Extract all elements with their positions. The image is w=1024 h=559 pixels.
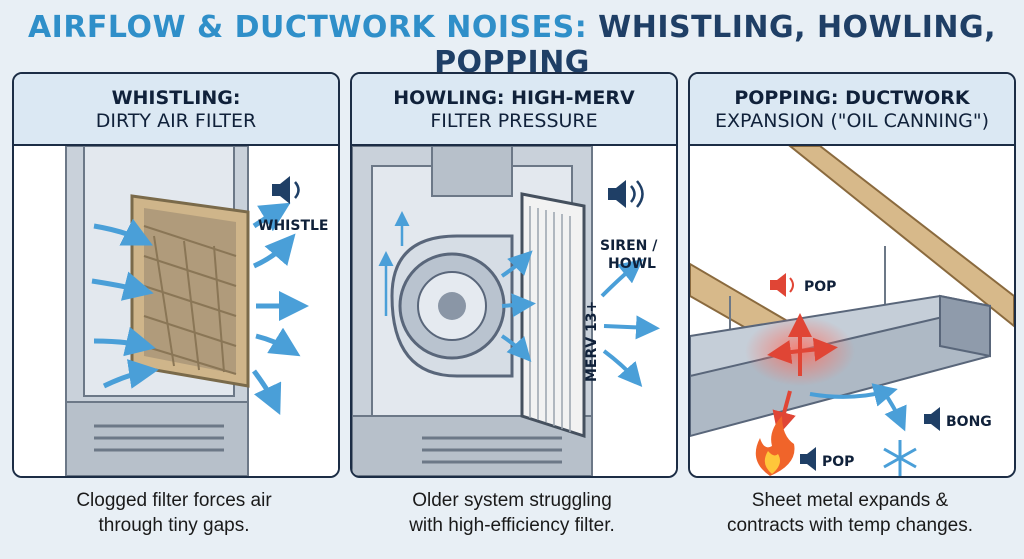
sound-label-line2: HOWL [608,256,656,272]
speaker-icon [272,176,300,204]
caption-popping: Sheet metal expands & contracts with tem… [688,488,1012,538]
caption-whistling: Clogged filter forces air through tiny g… [12,488,336,538]
title-part2: WHISTLING, HOWLING, POPPING [434,10,997,80]
caption-howling: Older system struggling with high-effici… [350,488,674,538]
caption-line1: Older system struggling [412,490,612,511]
bong-label: BONG [946,414,992,430]
heading-line2: DIRTY AIR FILTER [95,110,257,132]
airflow-arrow-icon [500,250,660,388]
merv-filter-icon [520,192,586,439]
caption-line2: contracts with temp changes. [726,515,974,536]
title-part1: AIRFLOW & DUCTWORK NOISES: [27,10,588,45]
blower-fan-icon [390,234,514,378]
panel-popping: POPPING: DUCTWORK EXPANSION ("OIL CANNIN… [688,72,1016,478]
snowflake-icon [883,440,917,476]
expansion-arrow-icon [767,313,838,376]
panel-heading: HOWLING: HIGH-MERV FILTER PRESSURE [352,74,676,146]
caption-line2: with high-efficiency filter. [409,515,615,536]
whistling-illustration: WHISTLE [14,146,338,476]
page-title: AIRFLOW & DUCTWORK NOISES: WHISTLING, HO… [0,10,1024,80]
pop-label-top: POP [804,279,836,295]
dirty-filter-icon [130,194,250,388]
filter-label: MERV 13+ [584,301,600,382]
heading-line1: POPPING: DUCTWORK [734,87,970,109]
panel-heading: POPPING: DUCTWORK EXPANSION ("OIL CANNIN… [690,74,1014,146]
caption-line2: through tiny gaps. [98,515,250,536]
popping-illustration: POP BONG POP [690,146,1014,476]
panel-heading: WHISTLING: DIRTY AIR FILTER [14,74,338,146]
heading-line2: EXPANSION ("OIL CANNING") [714,110,990,132]
flame-icon [755,416,795,476]
howling-illustration: MERV 13+ SIREN / HOWL [352,146,676,476]
sound-label: WHISTLE [258,218,329,234]
heading-line2: FILTER PRESSURE [430,110,598,132]
panel-whistling: WHISTLING: DIRTY AIR FILTER [12,72,340,478]
speaker-icon [800,447,816,471]
airflow-arrow-icon [809,383,907,432]
airflow-arrow-icon [91,202,309,416]
pop-label-bottom: POP [822,454,854,470]
caption-line1: Clogged filter forces air [76,490,272,511]
speaker-icon [924,407,940,431]
heading-line1: HOWLING: HIGH-MERV [393,87,635,109]
speaker-icon [608,180,644,208]
speaker-icon [770,273,794,297]
heading-line1: WHISTLING: [111,87,241,109]
panel-howling: HOWLING: HIGH-MERV FILTER PRESSURE [350,72,678,478]
vent-grille [94,424,224,452]
sound-label-line1: SIREN / [600,238,658,254]
caption-line1: Sheet metal expands & [751,490,949,511]
